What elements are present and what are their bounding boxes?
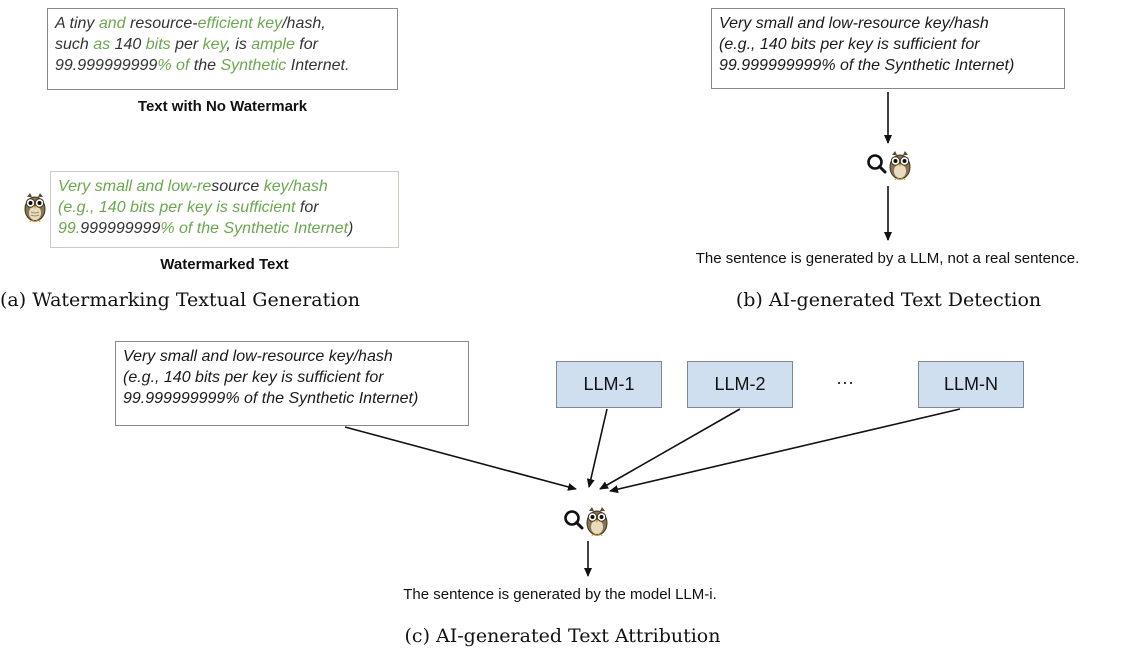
attribution-result: The sentence is generated by the model L… [403, 586, 717, 603]
plain-token: for [295, 199, 319, 216]
watermarked-label: Watermarked Text [160, 256, 289, 273]
watermark-token: as [93, 36, 111, 53]
detection-input-textbox: Very small and low-resource key/hash (e.g… [711, 8, 1065, 89]
plain-token: 99.999999999 [55, 57, 158, 74]
watermark-token: Synthetic [220, 57, 287, 74]
attributor-icon [563, 506, 611, 541]
text-line: (e.g., 140 bits per key is sufficient fo… [123, 369, 384, 386]
caption-c: (c) AI-generated Text Attribution [404, 625, 721, 647]
watermark-token: ample [251, 36, 295, 53]
watermark-token: 99. [58, 220, 81, 237]
no-watermark-label: Text with No Watermark [137, 98, 308, 115]
watermark-token: % of [157, 57, 190, 74]
text-line: such as 140 bits per key, is ample for [55, 34, 390, 55]
watermark-token: % of the Synthetic Internet [160, 220, 349, 237]
plain-token: /hash, [282, 15, 326, 32]
plain-token: per [170, 36, 203, 53]
arrow-c-text-to-attributor [344, 426, 577, 491]
text-line: Very small and low-resource key/hash [719, 15, 989, 32]
plain-token: , is [226, 36, 252, 53]
owl-watermark-icon [23, 192, 47, 227]
model-box-llm-1: LLM-1 [556, 361, 662, 408]
watermark-token: (e.g., 140 bits per key is sufficient [58, 199, 296, 216]
arrow-c-llmn-to-attributor [609, 408, 961, 494]
caption-b: (b) AI-generated Text Detection [735, 289, 1042, 311]
plain-token: such [55, 36, 94, 53]
plain-token: the [189, 57, 221, 74]
more-models-ellipsis: ··· [836, 372, 854, 392]
watermark-token: Very small and low-re [58, 178, 212, 195]
watermark-token: bits [145, 36, 171, 53]
watermark-token: key/hash [263, 178, 328, 195]
text-line: 99.999999999% of the Synthetic Internet. [55, 55, 390, 76]
text-line: 99.999999999% of the Synthetic Internet) [58, 218, 391, 239]
arrow-c-llm2-to-attributor [599, 408, 741, 490]
arrow-c-llm1-to-attributor [586, 408, 608, 488]
no-watermark-textbox: A tiny and resource-efficient key/hash,s… [47, 8, 398, 90]
caption-a: (a) Watermarking Textual Generation [0, 289, 360, 311]
detection-result: The sentence is generated by a LLM, not … [695, 250, 1080, 267]
plain-token: resource- [125, 15, 198, 32]
plain-token: ) [348, 220, 354, 237]
text-line: (e.g., 140 bits per key is sufficient fo… [58, 197, 391, 218]
text-line: (e.g., 140 bits per key is sufficient fo… [719, 36, 980, 53]
text-line: 99.999999999% of the Synthetic Internet) [123, 390, 419, 407]
watermark-token: and [98, 15, 126, 32]
plain-token: source [211, 178, 264, 195]
attribution-input-textbox: Very small and low-resource key/hash (e.g… [115, 341, 469, 426]
plain-token: Internet. [286, 57, 350, 74]
detector-icon [866, 150, 914, 185]
text-line: Very small and low-resource key/hash [58, 176, 391, 197]
text-line: A tiny and resource-efficient key/hash, [55, 13, 390, 34]
plain-token: 140 [110, 36, 146, 53]
plain-token: A tiny [55, 15, 99, 32]
text-line: 99.999999999% of the Synthetic Internet) [719, 57, 1015, 74]
text-line: Very small and low-resource key/hash [123, 348, 393, 365]
model-box-llm-n: LLM-N [918, 361, 1024, 408]
watermark-token: key [202, 36, 227, 53]
watermark-token: efficient key [197, 15, 283, 32]
plain-token: 999999999 [80, 220, 161, 237]
watermarked-textbox: Very small and low-resource key/hash(e.g… [50, 171, 399, 248]
plain-token: for [294, 36, 318, 53]
model-box-llm-2: LLM-2 [687, 361, 793, 408]
